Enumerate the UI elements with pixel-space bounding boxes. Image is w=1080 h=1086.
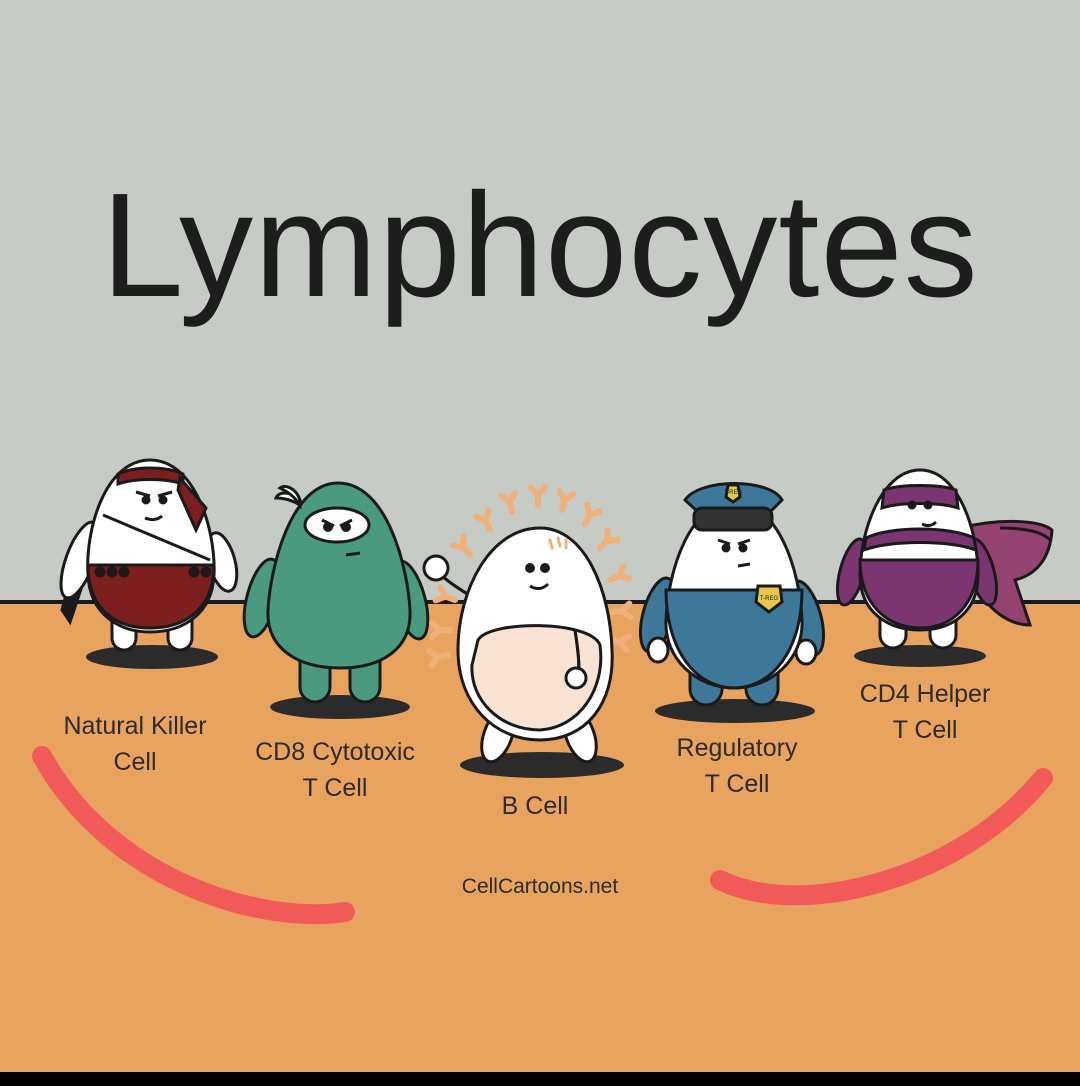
highlight-arc-right (710, 768, 1053, 906)
label-natural-killer-cell: Natural Killer Cell (30, 708, 240, 780)
label-b-cell: B Cell (455, 788, 615, 824)
nk-shadow (86, 645, 218, 669)
b-cell (422, 487, 631, 764)
label-line: T Cell (302, 774, 368, 802)
cd4-shadow (854, 645, 986, 667)
diagram-title: Lymphocytes (101, 163, 979, 328)
label-line: Regulatory (676, 734, 798, 762)
highlight-arc-left (32, 746, 355, 925)
regulatory-t-cell: T-REG T-REG (638, 482, 826, 707)
cd4-helper-t-cell (835, 468, 1054, 650)
label-line: T Cell (892, 716, 958, 744)
label-cd4-helper-t-cell: CD4 Helper T Cell (820, 676, 1030, 748)
label-line: B Cell (501, 792, 569, 820)
label-regulatory-t-cell: Regulatory T Cell (632, 730, 842, 802)
label-line: Natural Killer (63, 712, 207, 740)
treg-shadow (655, 699, 815, 723)
label-line: CD8 Cytotoxic (255, 738, 415, 766)
bottom-bar (0, 1072, 1080, 1086)
label-line: T Cell (704, 770, 770, 798)
treg-chest-badge-text: T-REG (760, 596, 779, 602)
label-line: CD4 Helper (859, 680, 991, 708)
credit-text: CellCartoons.net (461, 875, 619, 898)
label-cd8-cytotoxic-t-cell: CD8 Cytotoxic T Cell (230, 734, 440, 806)
cd8-shadow (270, 695, 410, 719)
natural-killer-cell (59, 458, 239, 652)
cd8-cytotoxic-t-cell (242, 481, 430, 704)
treg-hat-badge-text: T-REG (724, 490, 743, 496)
label-line: Cell (113, 748, 157, 776)
